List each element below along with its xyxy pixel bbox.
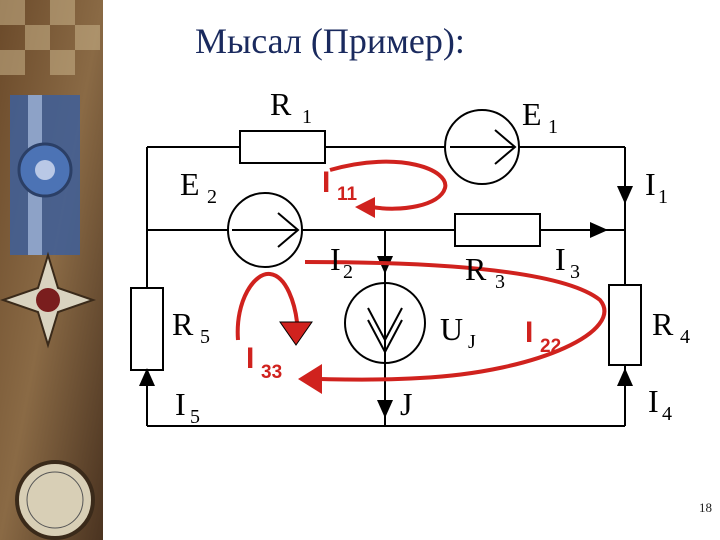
label-i1: I 1 — [645, 166, 668, 208]
label-i3: I 3 — [555, 241, 580, 283]
svg-text:3: 3 — [495, 271, 505, 293]
decorative-photo — [0, 0, 103, 540]
svg-text:R: R — [465, 251, 487, 287]
current-arrows — [139, 170, 633, 418]
label-i5: I 5 — [175, 386, 200, 428]
resistor-r4 — [608, 284, 642, 366]
label-i22: I 22 — [525, 316, 561, 357]
loop-current-i33-path — [235, 271, 313, 346]
svg-text:E: E — [522, 96, 542, 132]
svg-text:I: I — [645, 166, 656, 202]
label-i33: I 33 — [246, 342, 282, 383]
svg-text:R: R — [270, 86, 292, 122]
source-e2 — [227, 192, 303, 268]
svg-text:11: 11 — [337, 184, 358, 205]
svg-text:22: 22 — [540, 336, 561, 357]
label-r3: R 3 — [465, 251, 505, 293]
svg-text:5: 5 — [200, 326, 210, 348]
svg-text:1: 1 — [548, 116, 558, 138]
svg-text:I: I — [175, 386, 186, 422]
svg-text:R: R — [172, 306, 194, 342]
label-i2: I 2 — [330, 241, 353, 283]
svg-text:J: J — [468, 331, 476, 353]
svg-text:5: 5 — [190, 406, 200, 428]
label-e2: E 2 — [180, 166, 217, 208]
svg-text:2: 2 — [343, 261, 353, 283]
label-r4: R 4 — [652, 306, 690, 348]
svg-text:I: I — [246, 342, 254, 375]
label-r5: R 5 — [172, 306, 210, 348]
loop-current-i22-path — [298, 260, 607, 394]
loop-current-i11-path — [329, 159, 448, 218]
source-e1 — [444, 109, 520, 185]
page-number: 18 — [699, 500, 712, 515]
svg-text:3: 3 — [570, 261, 580, 283]
slide-title: Мысал (Пример): — [195, 21, 465, 61]
svg-text:33: 33 — [261, 362, 282, 383]
label-j: J — [400, 386, 412, 422]
svg-text:4: 4 — [680, 326, 690, 348]
svg-text:J: J — [400, 386, 412, 422]
svg-text:2: 2 — [207, 186, 217, 208]
label-r1: R 1 — [270, 86, 312, 128]
label-uj: U J — [440, 311, 476, 353]
resistor-r1 — [239, 130, 326, 164]
svg-text:1: 1 — [658, 186, 668, 208]
svg-text:U: U — [440, 311, 463, 347]
svg-text:I: I — [555, 241, 566, 277]
label-i4: I 4 — [648, 383, 672, 425]
svg-text:4: 4 — [662, 403, 672, 425]
svg-text:E: E — [180, 166, 200, 202]
svg-text:I: I — [525, 316, 533, 349]
svg-text:I: I — [330, 241, 341, 277]
svg-text:I: I — [648, 383, 659, 419]
svg-text:I: I — [322, 166, 330, 199]
current-source-j — [344, 282, 426, 364]
svg-text:1: 1 — [302, 106, 312, 128]
label-i11: I 11 — [322, 166, 358, 205]
resistor-r3 — [454, 213, 541, 247]
label-e1: E 1 — [522, 96, 558, 138]
svg-text:R: R — [652, 306, 674, 342]
resistor-r5 — [130, 287, 164, 371]
